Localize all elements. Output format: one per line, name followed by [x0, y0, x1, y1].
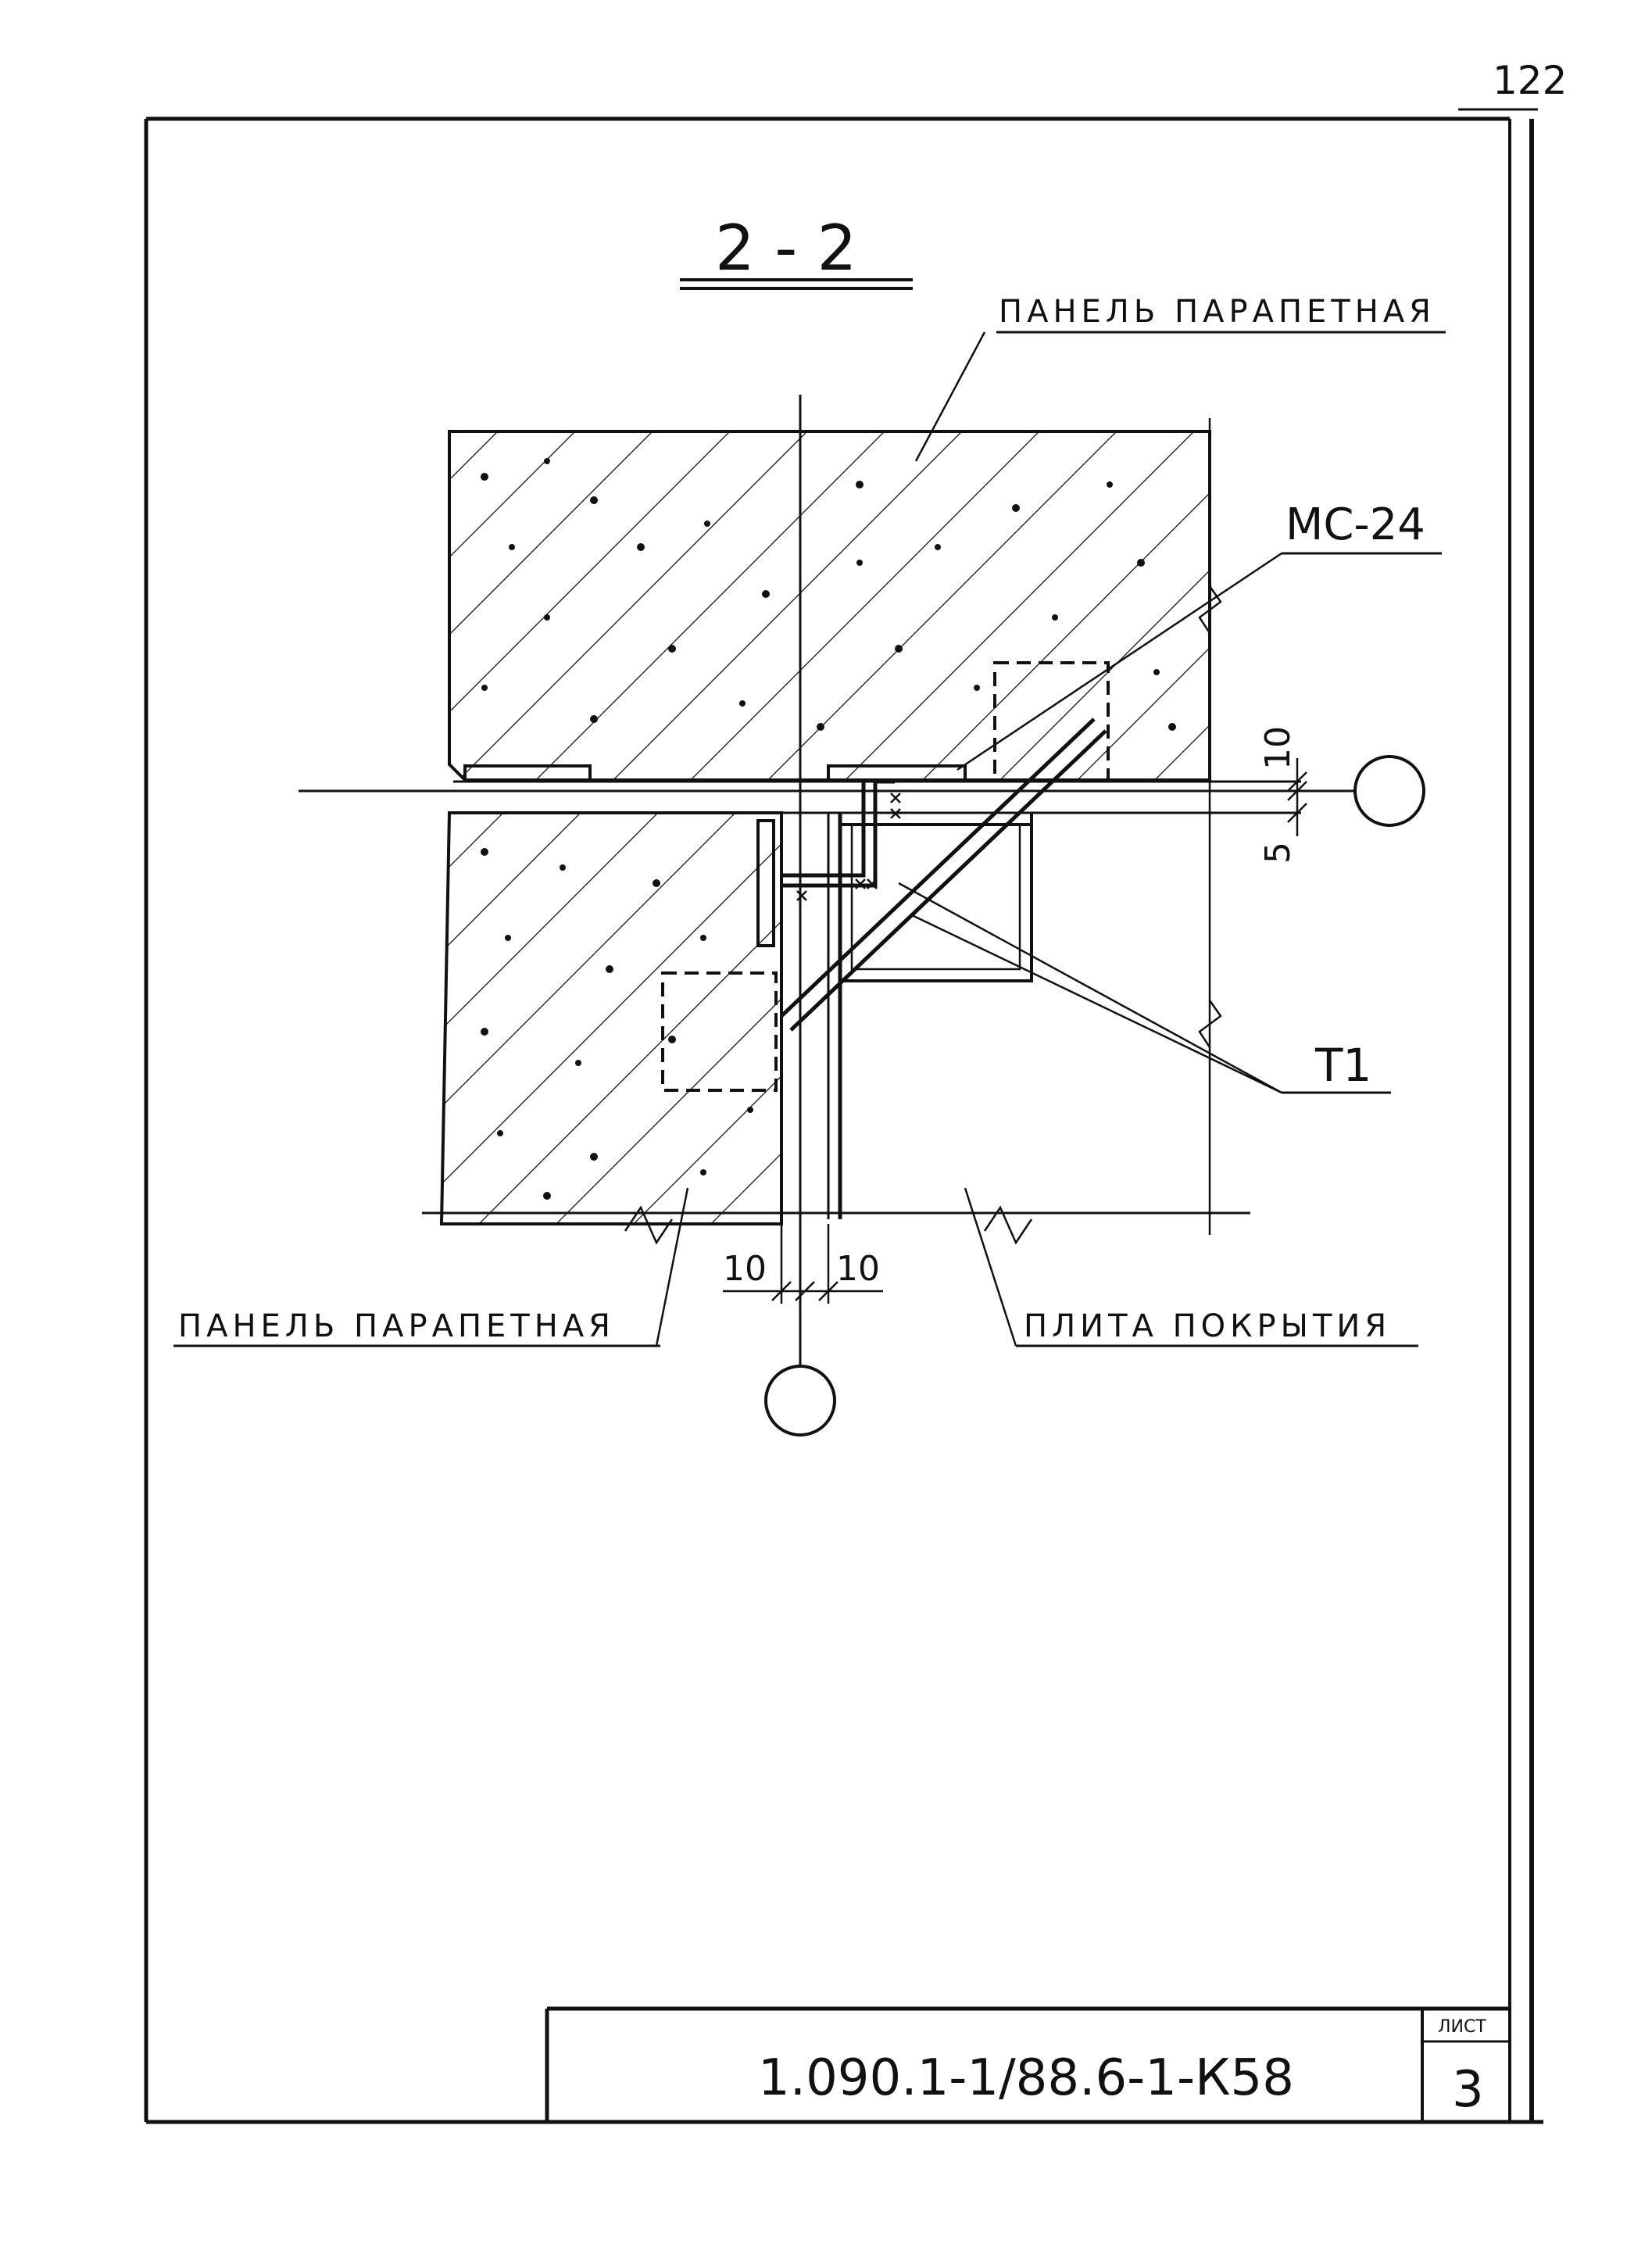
dimension-gap-bottom: 5 [1258, 842, 1298, 864]
axis-marker-right [1353, 755, 1425, 827]
label-panel-bottom: ПАНЕЛЬ ПАРАПЕТНАЯ [178, 1308, 615, 1344]
axis-lines [299, 395, 1383, 1368]
title-block [545, 2006, 1510, 2122]
sheet-label: ЛИСТ [1438, 2017, 1486, 2037]
sheet-frame [144, 108, 1543, 2124]
section-title: 2 - 2 [715, 212, 857, 284]
label-roof-slab: ПЛИТА ПОКРЫТИЯ [1024, 1308, 1391, 1344]
axis-marker-bottom [764, 1365, 836, 1437]
sheet-number: 3 [1452, 2061, 1484, 2119]
dimension-right-offset: 10 [836, 1249, 880, 1289]
label-t1: Т1 [1314, 1039, 1371, 1092]
dimension-vertical [1287, 758, 1307, 836]
leader-lines [655, 331, 1282, 1347]
parapet-panel-bottom [439, 811, 783, 1225]
dimension-left-offset: 10 [723, 1249, 767, 1289]
roof-slab [827, 813, 1033, 1219]
parapet-panel-top [448, 430, 1211, 782]
sealant-marks [796, 793, 901, 901]
dimension-horizontal [723, 1281, 883, 1301]
document-code: 1.090.1-1/88.6-1-К58 [758, 2049, 1294, 2107]
connection-rod-t1 [780, 717, 1107, 1032]
label-panel-top: ПАНЕЛЬ ПАРАПЕТНАЯ [999, 294, 1436, 330]
break-marks [624, 585, 1222, 1245]
page-number: 122 [1493, 58, 1567, 103]
label-mc24: МС-24 [1285, 499, 1425, 550]
dimension-gap-top: 10 [1258, 726, 1298, 770]
